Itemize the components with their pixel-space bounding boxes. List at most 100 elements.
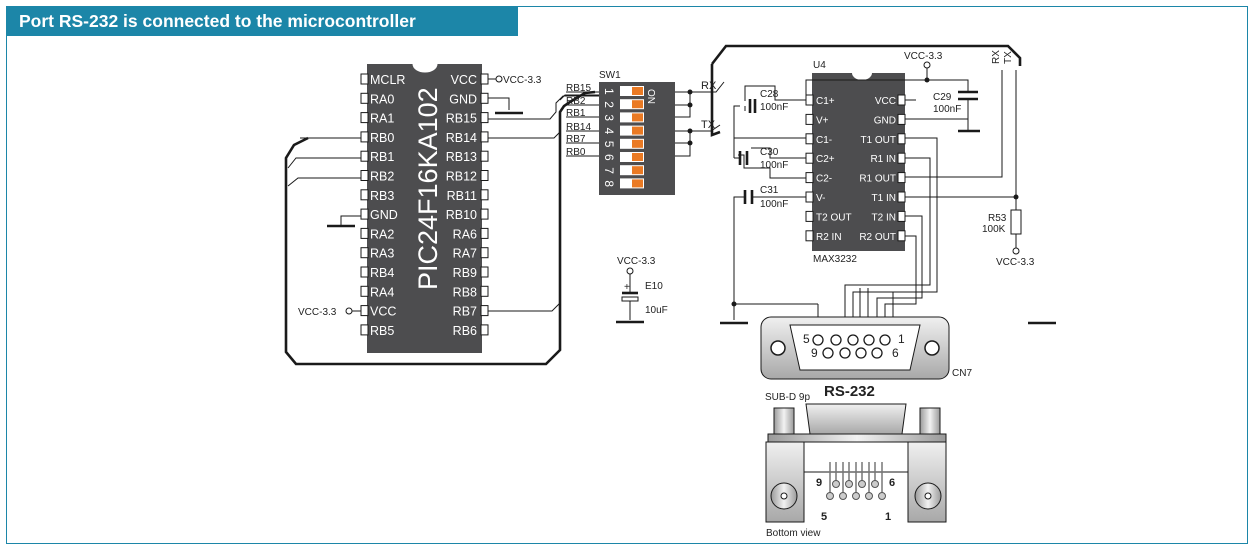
max-pin-label: R2 IN <box>816 232 842 243</box>
max-part: MAX3232 <box>813 254 857 265</box>
mcu-pin-box <box>480 266 489 278</box>
subd-pin-dot <box>845 480 853 488</box>
connector-pin <box>830 334 842 346</box>
mcu-pin-box <box>480 285 489 297</box>
max-pin-label: R1 OUT <box>859 174 896 185</box>
switch-right-wiring: RX TX <box>675 80 725 157</box>
subd-title: RS-232 <box>824 383 875 400</box>
max-pin-label: T1 IN <box>872 193 896 204</box>
max-caps: C28 100nF C30 100nF C31 100nF <box>720 85 818 325</box>
mcu-pin-label: RB3 <box>370 189 394 203</box>
max-to-connector-wires <box>817 137 1056 325</box>
cn7-name: CN7 <box>952 368 972 379</box>
cap-c29-value: 100nF <box>933 104 961 115</box>
cap-c31-value: 100nF <box>760 199 788 210</box>
mcu-right-pins: VCCGNDRB15RB14RB13RB12RB11RB10RA6RA7RB9R… <box>446 73 489 338</box>
max-pin-label: C1+ <box>816 96 835 107</box>
max-pin-box <box>805 94 814 106</box>
mcu-pin-label: VCC <box>451 73 477 87</box>
mcu-pin-box <box>360 247 369 259</box>
subd-pin-5: 5 <box>821 511 827 523</box>
max-designator: U4 <box>813 60 826 71</box>
max-power-wiring: VCC-3.3 C29 100nF <box>805 51 980 133</box>
max-pin-label: C1- <box>816 135 832 146</box>
subd-type: SUB-D 9p <box>765 392 810 403</box>
switch-lever <box>632 179 643 188</box>
mcu-name: PIC24F16KA102 <box>413 87 443 290</box>
mcu-pin-label: RB14 <box>446 131 477 145</box>
subd-pin-dot <box>865 492 873 500</box>
mcu-pin-box <box>360 189 369 201</box>
switch-number: 1 <box>602 88 616 95</box>
mcu-pin-box <box>480 150 489 162</box>
switch-name: SW1 <box>599 70 621 81</box>
max-pin-box <box>805 210 814 222</box>
switch-lever <box>632 126 643 135</box>
mcu-pin-box <box>480 324 489 336</box>
switch-slots <box>620 86 644 189</box>
mcu-pin-box <box>480 73 489 85</box>
max-pin-label: V+ <box>816 115 829 126</box>
rx-label: RX <box>701 80 717 92</box>
connector-pin <box>879 334 891 346</box>
max-pin-box <box>897 210 906 222</box>
max-pin-box <box>897 113 906 125</box>
mcu-pin-label: RB13 <box>446 150 477 164</box>
mcu-pin-label: RB5 <box>370 324 394 338</box>
max-pin-box <box>805 172 814 184</box>
mcu-pin-label: RA6 <box>453 227 477 241</box>
subd-drawing: SUB-D 9p RS-232 9 6 5 1 Bottom view <box>765 383 947 539</box>
switch-number: 7 <box>602 167 616 174</box>
switch-number: 2 <box>602 101 616 108</box>
max-pin-label: T2 OUT <box>816 212 852 223</box>
subd-pin-dot <box>852 492 860 500</box>
cn7-top-right: 1 <box>898 332 905 346</box>
mcu-pin-box <box>480 189 489 201</box>
mcu-pin-box <box>480 305 489 317</box>
subd-pin-dot <box>826 492 834 500</box>
mcu-power-wiring: VCC-3.3 VCC-3.3 <box>298 75 542 318</box>
subd-view-label: Bottom view <box>766 528 821 539</box>
resistor-value: 100K <box>982 224 1006 235</box>
cn7-bottom-left: 9 <box>811 346 818 360</box>
connector-pin <box>822 347 834 359</box>
switch-lever <box>632 153 643 161</box>
rx-vertical-label: RX <box>991 50 1002 64</box>
connector-pin <box>812 334 824 346</box>
mcu-pin-box <box>360 266 369 278</box>
mcu-pin-label: RB0 <box>370 131 394 145</box>
e10-value: 10uF <box>645 305 668 316</box>
mcu-pin-label: RA3 <box>370 247 394 261</box>
max-vcc-label: VCC-3.3 <box>904 51 943 62</box>
switch-number: 4 <box>602 128 616 135</box>
switch-number: 6 <box>602 154 616 161</box>
switch-lever <box>632 100 643 109</box>
max-pin-box <box>897 172 906 184</box>
max-pin-label: R2 OUT <box>859 232 896 243</box>
e10-plus: + <box>624 282 630 293</box>
connector-pin <box>871 347 883 359</box>
connector-pin <box>863 334 875 346</box>
mcu-pin-box <box>360 112 369 124</box>
subd-pin-dot <box>839 492 847 500</box>
max-pin-label: C2- <box>816 174 832 185</box>
mcu-pin-box <box>360 92 369 104</box>
max-pin-box <box>897 191 906 203</box>
connector-pins <box>812 334 891 359</box>
mcu-pin-label: RB2 <box>370 170 394 184</box>
cap-c30-value: 100nF <box>760 160 788 171</box>
cap-c31-name: C31 <box>760 185 779 196</box>
mcu-pin-box <box>360 305 369 317</box>
mcu-pin-label: RA7 <box>453 247 477 261</box>
max-pin-label: VCC <box>875 96 896 107</box>
max-pin-label: C2+ <box>816 154 835 165</box>
mcu-pin-box <box>360 227 369 239</box>
mcu-pin-label: RB15 <box>446 112 477 126</box>
page-title: Port RS-232 is connected to the microcon… <box>6 6 518 36</box>
mcu-pin-label: GND <box>370 208 398 222</box>
mcu-pin-box <box>360 324 369 336</box>
